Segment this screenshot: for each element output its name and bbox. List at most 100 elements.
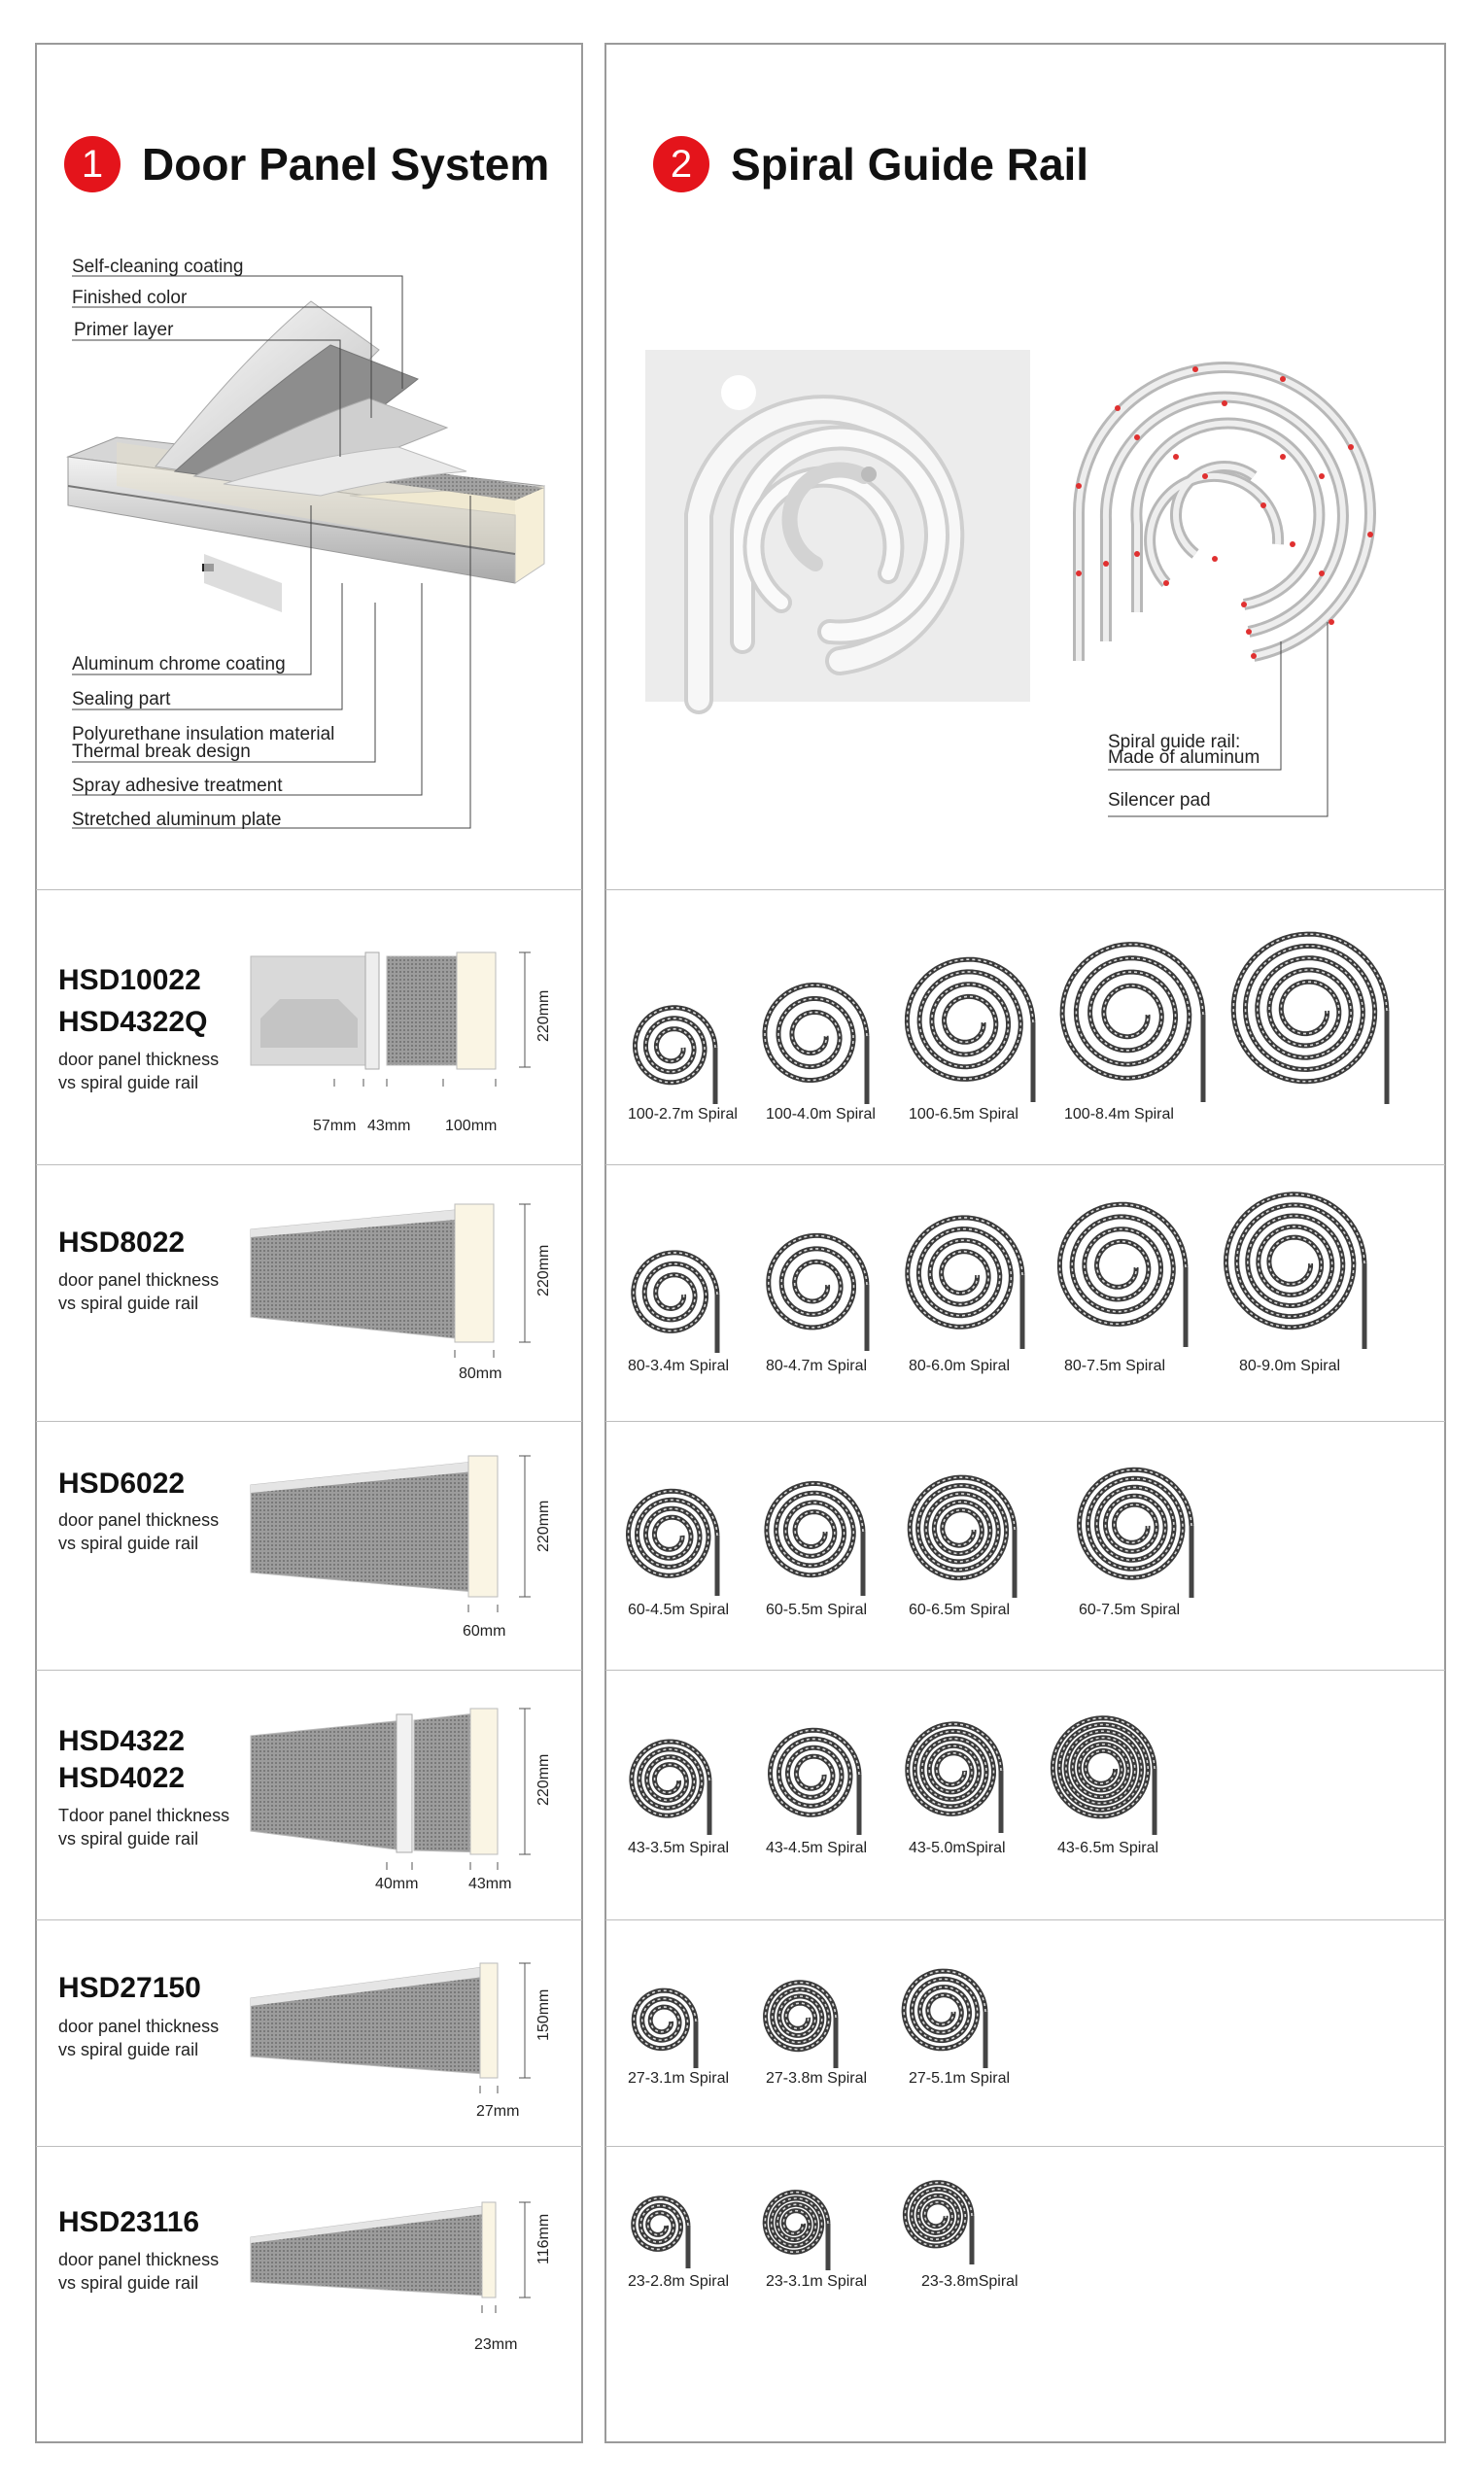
section2-number-badge: 2: [653, 136, 709, 192]
row-description: vs spiral guide rail: [58, 1294, 199, 1313]
panel-profile-image: [250, 1203, 531, 1358]
label-self-cleaning-coating: Self-cleaning coating: [72, 257, 244, 277]
row-description: door panel thickness: [58, 1050, 220, 1069]
model-name: HSD8022: [58, 1227, 186, 1259]
divider: [36, 1670, 582, 1671]
spiral-thumbnail-icon: [625, 1488, 720, 1596]
row-description: Tdoor panel thickness: [58, 1806, 230, 1825]
label-sealing-part: Sealing part: [72, 689, 171, 709]
spiral-thumbnail-icon: [763, 1980, 839, 2068]
model-name: HSD4322Q: [58, 1006, 208, 1038]
panel-profile-image: [250, 951, 531, 1087]
spiral-thumbnail-icon: [766, 1232, 870, 1351]
spiral-thumbnail-icon: [629, 1739, 712, 1835]
spiral-caption: 60-5.5m Spiral: [766, 1602, 868, 1618]
model-name: HSD6022: [58, 1468, 186, 1500]
spiral-caption: 27-3.8m Spiral: [766, 2070, 868, 2087]
spiral-thumbnail-icon: [762, 982, 870, 1104]
divider: [36, 1919, 582, 1920]
spiral-thumbnail-icon: [905, 1721, 1004, 1833]
divider: [605, 1164, 1445, 1165]
spiral-caption: 100-6.5m Spiral: [909, 1106, 1018, 1123]
panel-profile-image: [250, 2201, 531, 2313]
row-description: vs spiral guide rail: [58, 1073, 199, 1092]
section2-title-text: Spiral Guide Rail: [731, 139, 1089, 190]
panel-dimension-label: 60mm: [463, 1623, 506, 1640]
spiral-thumbnail-icon: [1076, 1467, 1194, 1598]
panel-dimension-label: 27mm: [476, 2103, 520, 2120]
divider: [605, 889, 1445, 890]
row-description: vs spiral guide rail: [58, 1829, 199, 1849]
label-spray-adhesive-treatment: Spray adhesive treatment: [72, 776, 283, 796]
row-description: door panel thickness: [58, 2017, 220, 2036]
spiral-thumbnail-icon: [633, 1005, 718, 1104]
label-polyurethane-insulation: Polyurethane insulation material: [72, 724, 335, 744]
spiral-rail-silencer-pad-diagram: [1072, 362, 1376, 662]
row-description: door panel thickness: [58, 2250, 220, 2269]
label-silencer-pad: Silencer pad: [1108, 790, 1211, 811]
model-name: HSD27150: [58, 1972, 201, 2004]
divider: [36, 889, 582, 890]
model-name: HSD4022: [58, 1762, 186, 1794]
row-description: vs spiral guide rail: [58, 2040, 199, 2059]
label-aluminum-chrome-coating: Aluminum chrome coating: [72, 654, 286, 674]
panel-dimension-label: 57mm: [313, 1118, 357, 1134]
spiral-caption: 27-5.1m Spiral: [909, 2070, 1011, 2087]
label-thermal-break-design: Thermal break design: [72, 742, 251, 762]
panel-dimension-label: 40mm: [375, 1876, 419, 1892]
spiral-caption: 27-3.1m Spiral: [628, 2070, 730, 2087]
door-panel-leader-lines: [72, 275, 471, 829]
label-primer-layer: Primer layer: [74, 320, 174, 340]
label-made-of-aluminum: Made of aluminum: [1108, 747, 1260, 768]
divider: [605, 1919, 1445, 1920]
row-description: door panel thickness: [58, 1510, 220, 1530]
divider: [36, 2146, 582, 2147]
spiral-caption: 43-5.0mSpiral: [909, 1840, 1006, 1856]
spiral-rail-leader-lines: [1108, 622, 1329, 817]
spiral-thumbnail-icon: [631, 1987, 699, 2068]
spiral-thumbnail-icon: [902, 2180, 975, 2264]
spiral-caption: 23-2.8m Spiral: [628, 2273, 730, 2290]
spiral-caption: 23-3.8mSpiral: [921, 2273, 1018, 2290]
divider: [36, 1164, 582, 1165]
spiral-thumbnail-icon: [1059, 942, 1206, 1102]
row-description: door panel thickness: [58, 1270, 220, 1290]
panel-dimension-label: 43mm: [468, 1876, 512, 1892]
spiral-thumbnail-icon: [631, 2195, 691, 2268]
row-description: vs spiral guide rail: [58, 2273, 199, 2293]
spiral-caption: 80-3.4m Spiral: [628, 1358, 730, 1374]
spiral-caption: 43-4.5m Spiral: [766, 1840, 868, 1856]
label-finished-color: Finished color: [72, 288, 188, 308]
spiral-thumbnail-icon: [631, 1250, 720, 1353]
row-description: vs spiral guide rail: [58, 1534, 199, 1553]
spiral-caption: 60-4.5m Spiral: [628, 1602, 730, 1618]
spiral-caption: 60-7.5m Spiral: [1079, 1602, 1181, 1618]
section1-title: 1 Door Panel System: [64, 136, 549, 192]
divider: [605, 1421, 1445, 1422]
panel-dimension-label: 23mm: [474, 2336, 518, 2353]
divider: [605, 2146, 1445, 2147]
panel-dimension-label: 80mm: [459, 1365, 502, 1382]
spiral-caption: 43-3.5m Spiral: [628, 1840, 730, 1856]
spiral-caption: 80-7.5m Spiral: [1064, 1358, 1166, 1374]
spiral-rail-mounting-plate-image: [645, 350, 1030, 714]
model-name: HSD10022: [58, 964, 201, 996]
panel-profile-image: [250, 1962, 531, 2093]
panel-dimension-label: 100mm: [445, 1118, 498, 1134]
section1-title-text: Door Panel System: [142, 139, 550, 190]
spiral-caption: 100-2.7m Spiral: [628, 1106, 738, 1123]
spiral-caption: 43-6.5m Spiral: [1057, 1840, 1159, 1856]
divider: [36, 1421, 582, 1422]
model-name: HSD23116: [58, 2206, 200, 2238]
panel-profile-image: [250, 1708, 531, 1870]
spiral-caption: 80-4.7m Spiral: [766, 1358, 868, 1374]
spiral-caption: 100-8.4m Spiral: [1064, 1106, 1174, 1123]
panel-profile-image: [250, 1455, 531, 1612]
label-stretched-aluminum-plate: Stretched aluminum plate: [72, 810, 282, 830]
spiral-thumbnail-icon: [1056, 1201, 1189, 1347]
divider: [605, 1670, 1445, 1671]
section1-number-badge: 1: [64, 136, 121, 192]
spiral-caption: 100-4.0m Spiral: [766, 1106, 876, 1123]
spiral-thumbnail-icon: [1050, 1715, 1157, 1835]
